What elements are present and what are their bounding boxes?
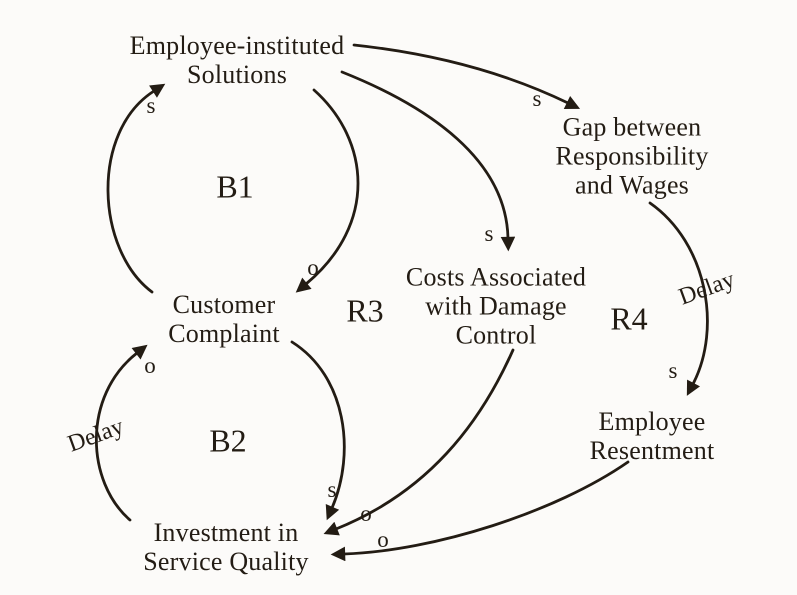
node-employee-instituted-solutions: Employee-instituted Solutions bbox=[129, 31, 345, 89]
arrow-investment-to-complaint bbox=[95, 344, 148, 522]
node-customer-complaint: Customer Complaint bbox=[168, 290, 280, 348]
arrow-complaint-to-investment bbox=[290, 340, 346, 521]
polarity-costs-to-investment: o bbox=[360, 501, 372, 526]
arrow-complaint-to-solutions bbox=[106, 83, 166, 294]
polarity-resentment-to-investment: o bbox=[377, 527, 389, 552]
polarity-complaint-to-investment: s bbox=[327, 477, 337, 502]
arrow-gap-to-resentment bbox=[648, 201, 709, 396]
loop-label-b1: B1 bbox=[216, 168, 254, 205]
loop-label-b2: B2 bbox=[209, 422, 247, 459]
polarity-solutions-to-gap: s bbox=[532, 86, 542, 111]
arrow-resentment-to-investment bbox=[330, 460, 630, 562]
node-investment-in-service-quality: Investment in Service Quality bbox=[143, 518, 309, 576]
polarity-gap-to-resentment: s bbox=[668, 358, 678, 383]
arrow-solutions-to-complaint bbox=[295, 88, 360, 293]
node-employee-resentment: Employee Resentment bbox=[589, 407, 715, 465]
polarity-solutions-to-costs: s bbox=[484, 221, 494, 246]
polarity-investment-to-complaint: o bbox=[144, 353, 156, 378]
arrow-costs-to-investment bbox=[323, 348, 515, 536]
loop-label-r4: R4 bbox=[610, 300, 648, 337]
polarity-solutions-to-complaint: o bbox=[307, 255, 319, 280]
node-costs-associated-with-damage-control: Costs Associated with Damage Control bbox=[405, 262, 587, 350]
arrow-solutions-to-gap bbox=[352, 43, 581, 110]
arrow-solutions-to-costs bbox=[340, 70, 516, 252]
polarity-complaint-to-solutions: s bbox=[146, 93, 156, 118]
node-gap-between-responsibility-and-wages: Gap between Responsibility and Wages bbox=[555, 112, 709, 200]
loop-label-r3: R3 bbox=[346, 292, 384, 329]
